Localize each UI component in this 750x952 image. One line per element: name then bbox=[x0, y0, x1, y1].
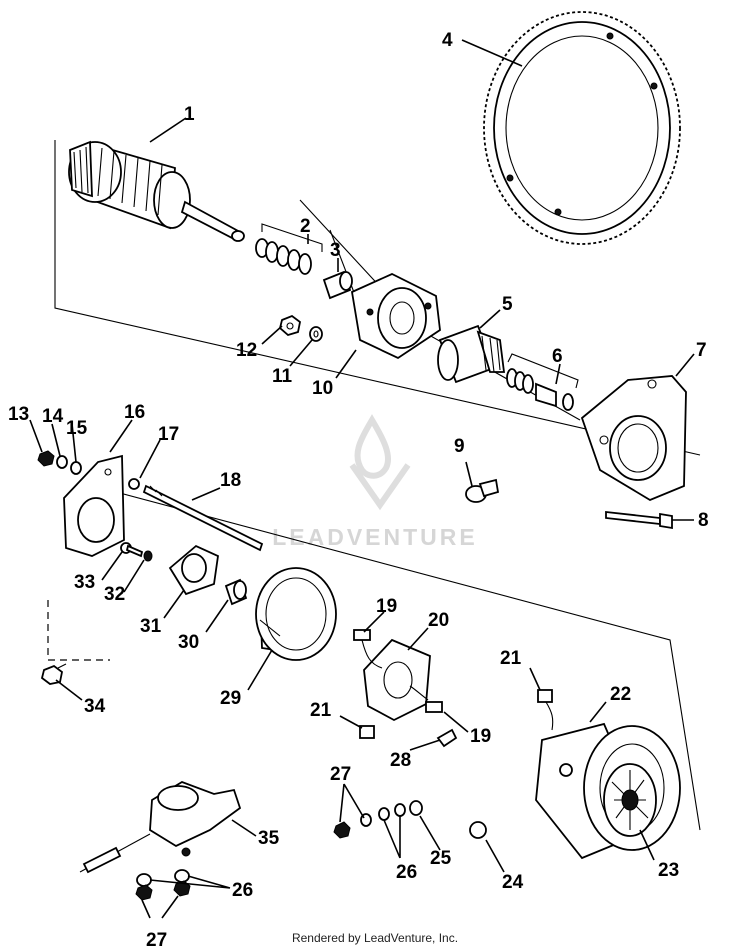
callout-18: 18 bbox=[220, 470, 241, 491]
end-plate-31 bbox=[168, 544, 219, 596]
nut-12 bbox=[278, 314, 301, 337]
brush-19-lower bbox=[409, 685, 443, 713]
callout-27-lower: 27 bbox=[146, 930, 167, 951]
callout-25: 25 bbox=[430, 848, 452, 869]
through-bolt bbox=[142, 484, 264, 552]
spring-2 bbox=[255, 223, 323, 275]
washer-14 bbox=[56, 455, 68, 469]
callout-19-lower: 19 bbox=[470, 726, 491, 747]
callout-13: 13 bbox=[8, 404, 29, 425]
callout-27-upper: 27 bbox=[330, 764, 351, 785]
watermark-logo-icon bbox=[349, 414, 411, 511]
watermark-text: LEADVENTURE bbox=[272, 524, 478, 550]
callout-3: 3 bbox=[330, 240, 341, 261]
washer-32 bbox=[143, 550, 153, 562]
screw-33 bbox=[120, 542, 144, 558]
callout-14: 14 bbox=[42, 406, 64, 427]
callout-26-lower: 26 bbox=[232, 880, 253, 901]
washer-11 bbox=[309, 326, 323, 342]
callout-20: 20 bbox=[428, 610, 449, 631]
callout-34: 34 bbox=[84, 696, 106, 717]
callout-26-upper: 26 bbox=[396, 862, 417, 883]
leader-lines bbox=[29, 39, 695, 919]
washer-15 bbox=[70, 461, 82, 475]
callout-5: 5 bbox=[502, 294, 513, 315]
callout-10: 10 bbox=[312, 378, 333, 399]
callout-16: 16 bbox=[124, 402, 145, 423]
hardware-26-27-lower bbox=[135, 869, 191, 901]
callout-labels: 1 2 3 4 5 6 7 8 9 10 11 12 13 14 15 16 1… bbox=[8, 30, 709, 951]
brush-holder bbox=[363, 638, 431, 722]
armature bbox=[68, 140, 245, 242]
callout-1: 1 bbox=[184, 104, 195, 125]
callout-30: 30 bbox=[178, 632, 199, 653]
callout-2: 2 bbox=[300, 216, 311, 237]
callout-22: 22 bbox=[610, 684, 631, 705]
callout-9: 9 bbox=[454, 436, 465, 457]
callout-4: 4 bbox=[442, 30, 453, 51]
callout-28: 28 bbox=[390, 750, 411, 771]
washer-26-upper bbox=[378, 803, 406, 821]
brush-19-upper bbox=[353, 629, 383, 669]
callout-33: 33 bbox=[74, 572, 95, 593]
nut-27-upper bbox=[333, 813, 372, 839]
spring-6 bbox=[506, 353, 579, 411]
mounting-bracket bbox=[580, 375, 687, 502]
callout-23: 23 bbox=[658, 860, 679, 881]
bushing-3 bbox=[322, 270, 353, 300]
nut-13 bbox=[37, 450, 55, 467]
bolt-34 bbox=[40, 663, 67, 685]
callout-8: 8 bbox=[698, 510, 709, 531]
pinion-drive bbox=[437, 324, 506, 384]
field-frame bbox=[255, 567, 337, 661]
bolt-9 bbox=[465, 478, 500, 503]
callout-12: 12 bbox=[236, 340, 257, 361]
end-cap bbox=[350, 273, 441, 360]
bracket-16 bbox=[63, 454, 125, 557]
brush-21-left bbox=[359, 725, 375, 739]
callout-35: 35 bbox=[258, 828, 280, 849]
callout-32: 32 bbox=[104, 584, 125, 605]
callout-19-upper: 19 bbox=[376, 596, 397, 617]
screw-28 bbox=[436, 728, 458, 748]
callout-15: 15 bbox=[66, 418, 88, 439]
callout-21-right: 21 bbox=[500, 648, 522, 669]
bushing-30 bbox=[224, 578, 248, 606]
bolt-24 bbox=[469, 821, 487, 839]
callout-17: 17 bbox=[158, 424, 179, 445]
solenoid bbox=[79, 781, 242, 874]
callout-11: 11 bbox=[272, 366, 293, 387]
callout-29: 29 bbox=[220, 688, 241, 709]
watermark: LEADVENTURE bbox=[272, 414, 478, 550]
callout-7: 7 bbox=[696, 340, 707, 361]
bolt-8 bbox=[605, 510, 673, 530]
callout-21-left: 21 bbox=[310, 700, 332, 721]
washer-25 bbox=[409, 800, 423, 816]
washer-17 bbox=[128, 478, 140, 490]
footer-credit: Rendered by LeadVenture, Inc. bbox=[291, 931, 459, 945]
ring-gear bbox=[483, 11, 681, 245]
commutator-end bbox=[603, 763, 657, 837]
brush-21-right bbox=[537, 689, 554, 731]
callout-6: 6 bbox=[552, 346, 563, 367]
callout-31: 31 bbox=[140, 616, 162, 637]
callout-24: 24 bbox=[502, 872, 524, 893]
